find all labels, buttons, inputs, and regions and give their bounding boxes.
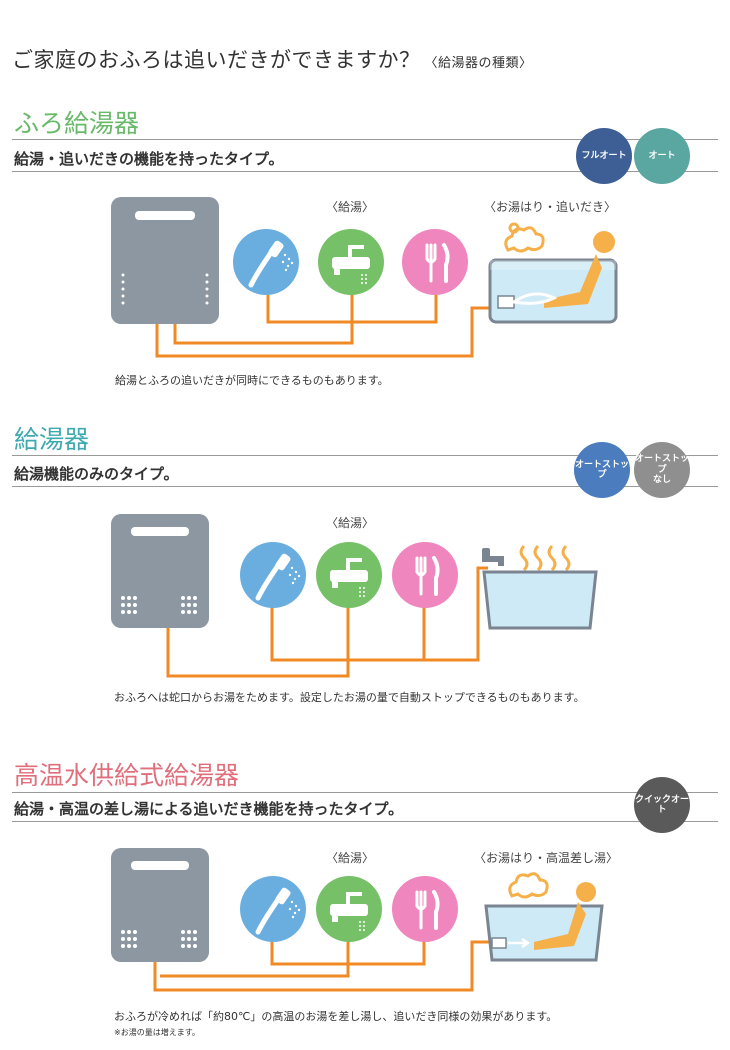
badge-auto: オート — [634, 128, 690, 184]
divider — [12, 486, 718, 487]
page-question: ご家庭のおふろは追いだきができますか？ — [12, 48, 421, 72]
section-desc-furo: 給湯・追いだきの機能を持ったタイプ。 — [14, 150, 284, 168]
divider — [12, 455, 718, 456]
bathtub-icon — [484, 220, 620, 326]
label-supply: 〈給湯〉 — [326, 200, 375, 214]
divider — [12, 792, 718, 793]
person-bathing-icon — [544, 231, 615, 308]
divider — [12, 821, 718, 822]
pipe-lines-1 — [155, 288, 492, 358]
section-title-koon: 高温水供給式給湯器 — [14, 761, 240, 790]
section-desc-koon: 給湯・高温の差し湯による追いだき機能を持ったタイプ。 — [14, 800, 404, 818]
person-bathing-icon — [534, 882, 596, 950]
steam-icon — [504, 222, 545, 253]
section-desc-kyuto: 給湯機能のみのタイプ。 — [14, 465, 179, 483]
shower-icon — [233, 229, 299, 295]
note-furo: 給湯とふろの追いだきが同時にできるものもあります。 — [115, 374, 389, 387]
label-supply: 〈給湯〉 — [326, 516, 375, 530]
water-heater-icon — [111, 197, 219, 324]
faucet-icon — [318, 229, 384, 295]
steam-icon — [519, 544, 571, 572]
badge-auto-stop: オートストップ — [574, 442, 630, 498]
pipe-lines-3 — [153, 940, 490, 992]
bathtub-icon — [478, 542, 602, 634]
tap-icon — [482, 548, 504, 566]
badge-full-auto: フルオート — [576, 128, 632, 184]
faucet-icon — [316, 542, 382, 608]
label-bath: 〈お湯はり・高温差し湯〉 — [474, 851, 619, 865]
shower-icon — [240, 876, 306, 942]
water-heater-icon — [111, 848, 209, 962]
bathtub-icon — [482, 870, 606, 964]
pipe-lines-2 — [166, 566, 488, 678]
page-title: ご家庭のおふろは追いだきができますか？〈給湯器の種類〉 — [12, 44, 533, 74]
section-title-furo: ふろ給湯器 — [14, 109, 140, 138]
note-koon: おふろが冷めれば「約80℃」の高温のお湯を差し湯し、追いだき同様の効果があります… — [114, 1010, 558, 1023]
divider — [12, 139, 718, 140]
faucet-icon — [316, 876, 382, 942]
shower-icon — [240, 542, 306, 608]
divider — [12, 171, 718, 172]
note-kyuto: おふろへは蛇口からお湯をためます。設定したお湯の量で自動ストップできるものもあり… — [114, 691, 585, 704]
page-subtitle: 〈給湯器の種類〉 — [424, 56, 533, 71]
cutlery-icon — [392, 542, 458, 608]
water-heater-icon — [111, 514, 209, 628]
label-supply: 〈給湯〉 — [326, 851, 375, 865]
badge-quick-auto: クイックオート — [634, 777, 690, 833]
cutlery-icon — [392, 876, 458, 942]
cutlery-icon — [402, 229, 468, 295]
section-title-kyuto: 給湯器 — [14, 425, 90, 454]
badge-auto-stop-none: オートストップ なし — [634, 442, 690, 498]
steam-icon — [508, 872, 549, 899]
label-bath: 〈お湯はり・追いだき〉 — [484, 200, 617, 214]
footnote-koon: ※お湯の量は増えます。 — [114, 1028, 200, 1037]
